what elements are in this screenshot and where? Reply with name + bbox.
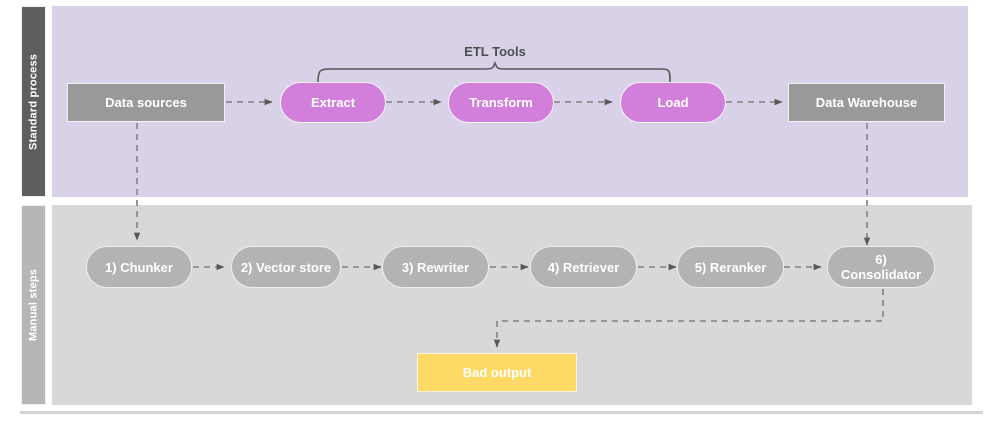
node-chunker[interactable]: 1) Chunker [86,246,192,288]
node-retriever[interactable]: 4) Retriever [530,246,637,288]
node-bad-output[interactable]: Bad output [417,353,577,392]
node-data-sources[interactable]: Data sources [67,83,225,122]
node-extract[interactable]: Extract [280,82,386,123]
node-load[interactable]: Load [620,82,726,123]
node-reranker[interactable]: 5) Reranker [677,246,784,288]
lane-manual-steps-label: Manual steps [21,205,46,405]
node-data-warehouse[interactable]: Data Warehouse [788,83,945,122]
node-transform[interactable]: Transform [448,82,554,123]
node-vector-store[interactable]: 2) Vector store [231,246,341,288]
lane-standard-process-label: Standard process [21,6,46,197]
footer-divider [20,411,983,414]
node-consolidator[interactable]: 6) Consolidator [827,246,935,288]
node-rewriter[interactable]: 3) Rewriter [382,246,489,288]
etl-tools-label: ETL Tools [464,44,526,59]
